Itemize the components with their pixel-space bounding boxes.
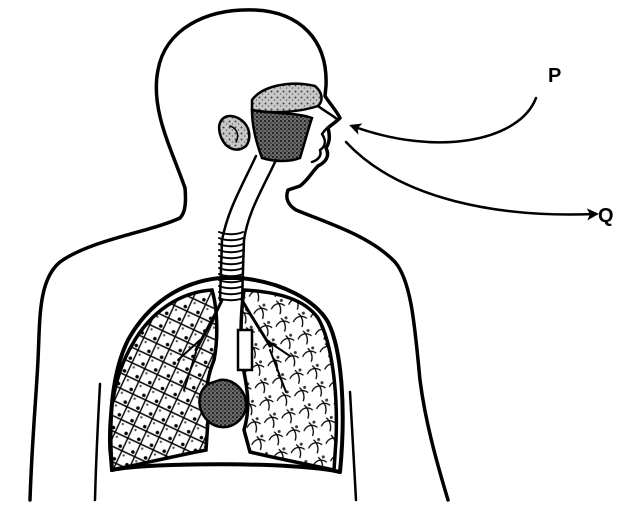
mouth-throat-region	[252, 110, 312, 161]
trachea-ring	[219, 256, 243, 258]
ear	[219, 116, 249, 150]
right-lung	[241, 290, 336, 470]
trachea-ring	[219, 286, 243, 288]
label-p: P	[548, 65, 561, 87]
trachea-ring	[219, 250, 243, 252]
trachea-ring	[219, 268, 243, 270]
trachea-ring	[219, 262, 243, 264]
left-lung	[110, 290, 217, 470]
label-q: Q	[598, 205, 614, 227]
trachea-ring	[219, 274, 243, 276]
trachea-ring	[219, 292, 243, 294]
trachea-ring	[219, 232, 243, 234]
arrow-p	[352, 98, 536, 142]
arrow-q	[346, 142, 596, 215]
body-outline	[30, 10, 448, 500]
trachea-ring	[219, 244, 243, 246]
face-profile	[312, 106, 338, 162]
trachea-ring	[219, 280, 243, 282]
trachea-ring	[219, 238, 243, 240]
nasal-cavity	[252, 84, 322, 112]
